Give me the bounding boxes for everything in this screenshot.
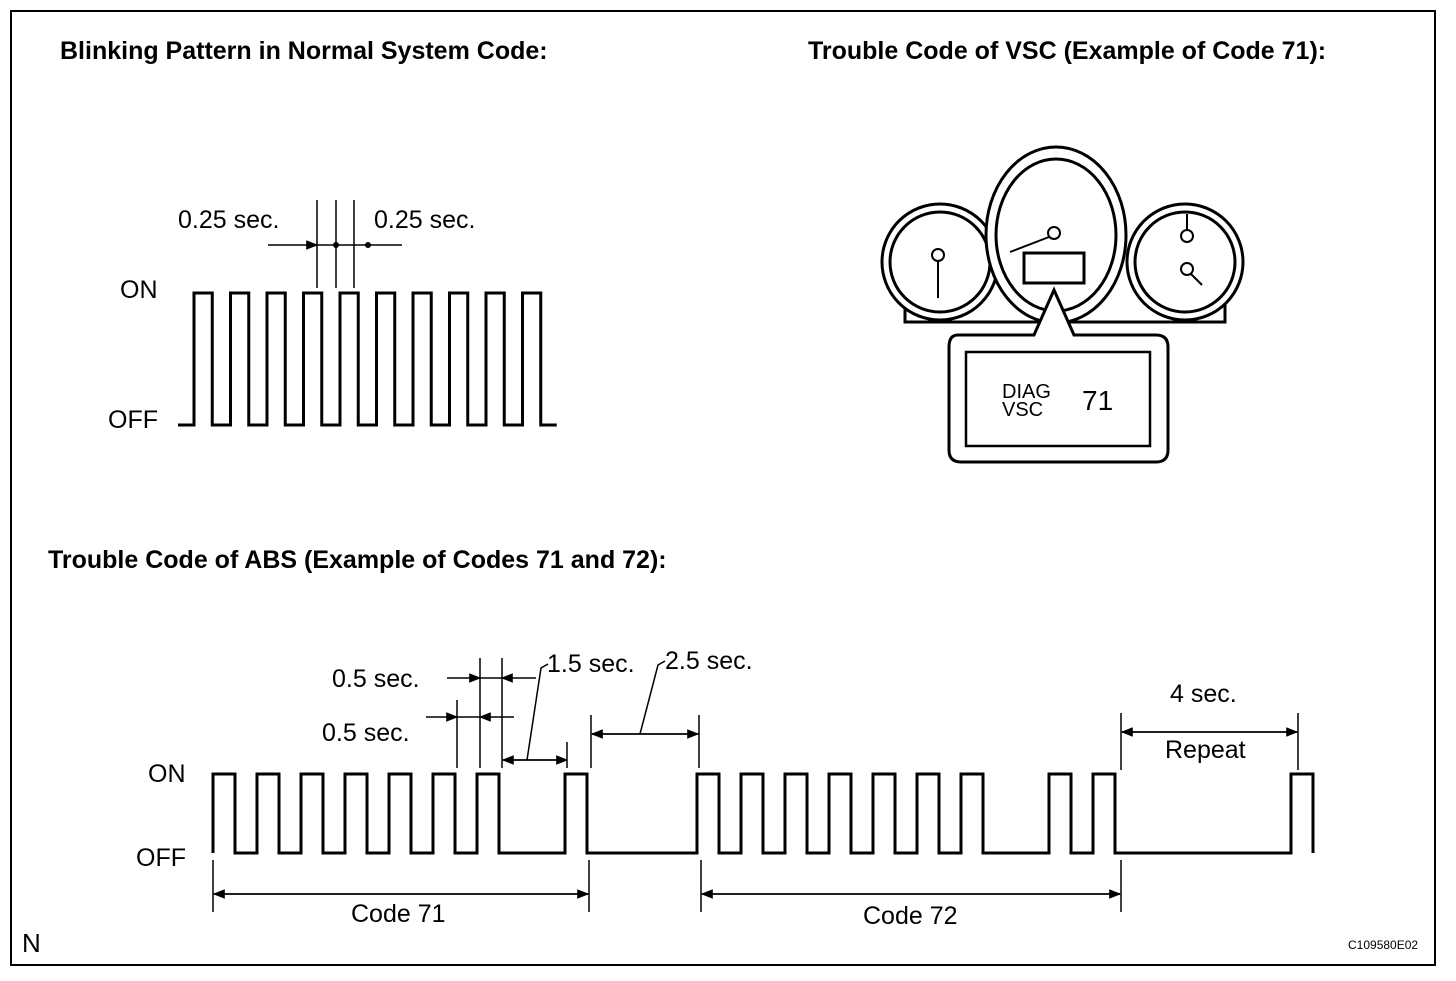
figure-border [10, 10, 1436, 966]
abs-code-title: Trouble Code of ABS (Example of Codes 71… [48, 546, 667, 574]
abs-timing-repeat-label: 4 sec. [1170, 680, 1237, 708]
right-gauge-inner [1133, 210, 1237, 314]
abs-timing-off-label: 0.5 sec. [322, 719, 410, 747]
figure-id: C109580E02 [1348, 938, 1418, 952]
display-vsc-text: VSC [1002, 399, 1043, 421]
normal-pulse-train [178, 291, 557, 427]
display-callout-screen [964, 350, 1152, 448]
normal-timing-right-label: 0.25 sec. [374, 206, 475, 234]
left-gauge-inner [888, 210, 992, 314]
normal-on-label: ON [120, 276, 158, 304]
display-diag-text: DIAG [1002, 381, 1051, 403]
center-needle-hub-icon [1047, 226, 1061, 240]
normal-blink-chart: ON OFF 0.25 sec. 0.25 sec. [108, 200, 557, 434]
code71-label: Code 71 [351, 900, 446, 928]
center-needle [1009, 236, 1050, 253]
normal-pattern-title: Blinking Pattern in Normal System Code: [60, 37, 548, 65]
display-code-text: 71 [1082, 385, 1113, 416]
normal-off-label: OFF [108, 406, 158, 434]
code72-label: Code 72 [863, 902, 958, 930]
abs-code-gap-leader [639, 660, 666, 735]
left-needle-hub-icon [931, 248, 945, 262]
abs-blink-chart: ON OFF 0.5 sec. 0.5 sec. 1.5 sec. 2.5 se… [136, 647, 1315, 930]
normal-timing-left-label: 0.25 sec. [178, 206, 279, 234]
right-lower-needle [1190, 273, 1203, 286]
abs-digit-gap-leader [526, 663, 549, 761]
abs-repeat-label: Repeat [1165, 736, 1246, 764]
display-callout [947, 286, 1170, 464]
abs-off-label: OFF [136, 844, 186, 872]
abs-timing-digit-gap-label: 1.5 sec. [547, 650, 635, 678]
abs-pulse-train [211, 772, 1315, 855]
right-lower-needle-hub-icon [1180, 262, 1194, 276]
corner-letter: N [22, 928, 41, 958]
abs-on-label: ON [148, 760, 186, 788]
right-upper-needle-hub-icon [1180, 229, 1194, 243]
meter-display-window [1022, 251, 1086, 285]
abs-timing-on-label: 0.5 sec. [332, 665, 420, 693]
abs-timing-code-gap-label: 2.5 sec. [665, 647, 753, 675]
vsc-code-title: Trouble Code of VSC (Example of Code 71)… [808, 37, 1326, 65]
combination-meter: DIAG VSC 71 [880, 145, 1245, 464]
normal-timing-dot-center [333, 242, 339, 248]
